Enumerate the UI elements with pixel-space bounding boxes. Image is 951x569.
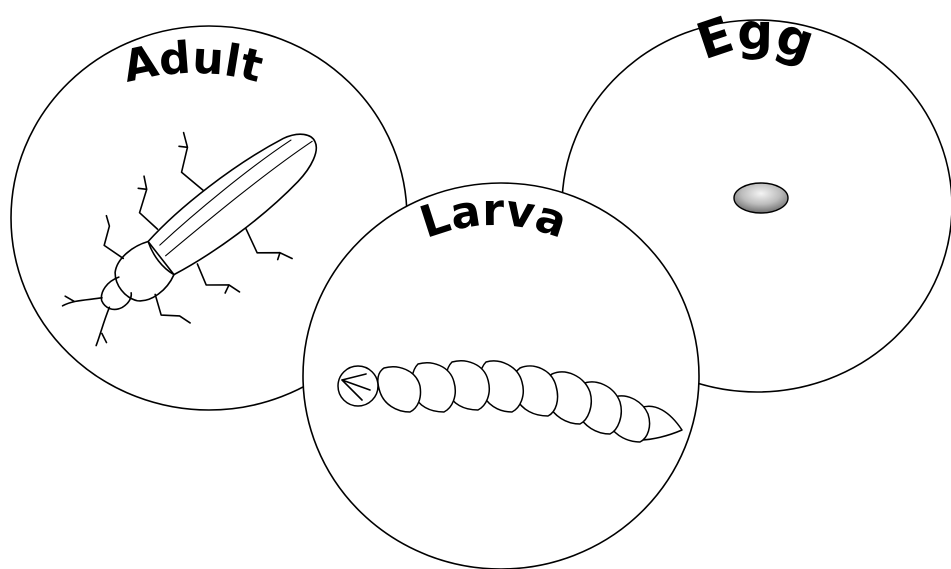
egg-icon	[734, 183, 788, 213]
larva-stage: Larva	[303, 183, 699, 569]
